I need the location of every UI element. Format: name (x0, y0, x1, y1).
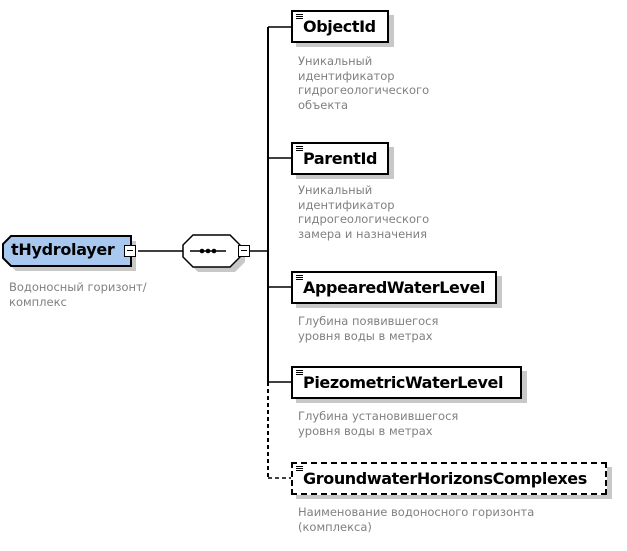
description-line: Глубина установившегося (298, 409, 459, 423)
element-groundwaterhorizonscomplexes[interactable]: GroundwaterHorizonsComplexes (291, 462, 607, 495)
description-line: (комплекса) (298, 519, 372, 534)
description-line: Наименование водоносного горизонта (298, 505, 535, 519)
element-annotation-icon (296, 146, 303, 152)
element-appearedwaterlevel[interactable]: AppearedWaterLevel (291, 271, 497, 304)
root-description: Водоносный горизонт/ комплекс (9, 280, 147, 309)
element-annotation-icon (296, 370, 303, 376)
element-parentid[interactable]: ParentId (291, 142, 389, 175)
element-description: Глубина установившегося уровня воды в ме… (298, 409, 458, 438)
description-line: идентификатор (298, 68, 395, 83)
element-name: AppearedWaterLevel (303, 278, 486, 297)
root-description-line: Водоносный горизонт/ (9, 280, 147, 294)
description-line: Уникальный (298, 183, 373, 197)
element-name: ObjectId (303, 17, 376, 36)
description-line: идентификатор (298, 197, 395, 212)
element-description: Уникальный идентификатор гидрогеологичес… (298, 183, 429, 241)
sequence-collapse-toggle[interactable] (238, 245, 250, 257)
sequence-icon (190, 248, 226, 254)
root-description-line: комплекс (9, 294, 67, 309)
element-piezometricwaterlevel[interactable]: PiezometricWaterLevel (291, 366, 522, 399)
description-line: Глубина появившегося (298, 314, 439, 328)
element-name: PiezometricWaterLevel (303, 373, 504, 392)
root-type-name: tHydrolayer (11, 240, 115, 259)
element-annotation-icon (296, 466, 303, 472)
description-line: объекта (298, 97, 349, 112)
element-name: ParentId (303, 149, 378, 168)
root-collapse-toggle[interactable] (124, 245, 136, 257)
description-line: Уникальный (298, 54, 373, 68)
description-line: гидрогеологического (298, 212, 430, 226)
description-line: гидрогеологического (298, 83, 430, 97)
element-annotation-icon (296, 275, 303, 281)
element-description: Глубина появившегося уровня воды в метра… (298, 314, 438, 343)
root-type-box[interactable] (2, 235, 132, 267)
element-annotation-icon (296, 14, 303, 20)
element-description: Уникальный идентификатор гидрогеологичес… (298, 54, 429, 112)
element-objectid[interactable]: ObjectId (291, 10, 389, 43)
element-name: GroundwaterHorizonsComplexes (303, 469, 587, 488)
description-line: уровня воды в метрах (298, 328, 433, 343)
description-line: уровня воды в метрах (298, 423, 433, 438)
element-description: Наименование водоносного горизонта (комп… (298, 505, 534, 534)
description-line: замера и назначения (298, 226, 428, 241)
